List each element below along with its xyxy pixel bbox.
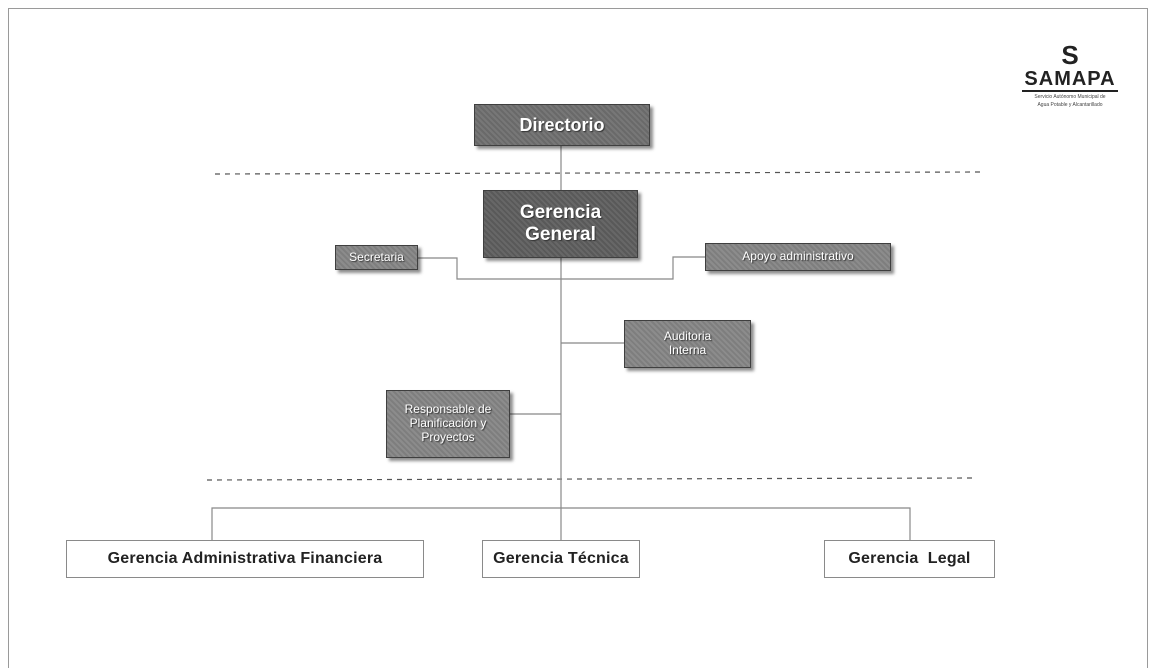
planificacion-label-line2: Planificación y	[409, 416, 487, 431]
bottom-bus	[211, 507, 911, 540]
gerencia-tecnica-box: Gerencia Técnica	[482, 540, 640, 578]
auditoria-interna-box: Auditoria Interna	[624, 320, 751, 368]
gerencia-general-box: Gerencia General	[483, 190, 638, 258]
gerencia-general-label-line2: General	[525, 224, 596, 245]
apoyo-administrativo-label: Apoyo administrativo	[742, 249, 854, 264]
samapa-logo-name: SAMAPA	[1022, 68, 1118, 92]
dashed-separator-top	[214, 171, 981, 175]
auditoria-label-line2: Interna	[668, 343, 707, 357]
samapa-logo-subtitle-2: Agua Potable y Alcantarillado	[1037, 102, 1103, 108]
secretaria-label: Secretaria	[349, 249, 404, 264]
planificacion-label-line3: Proyectos	[421, 429, 475, 444]
apoyo-administrativo-box: Apoyo administrativo	[705, 243, 891, 271]
auditoria-label-line1: Auditoria	[663, 329, 712, 344]
gerencia-tecnica-label: Gerencia Técnica	[493, 550, 629, 567]
samapa-logo-icon: S	[1061, 40, 1079, 70]
gerencia-legal-box: Gerencia Legal	[824, 540, 995, 578]
directorio-label: Directorio	[519, 114, 605, 135]
samapa-logo-subtitle-1: Servicio Autónomo Municipal de	[1034, 94, 1106, 100]
gerencia-general-label-line1: Gerencia	[519, 202, 602, 224]
apoyo-connector	[561, 256, 705, 280]
gerencia-administrativa-label: Gerencia Administrativa Financiera	[107, 550, 383, 567]
planificacion-proyectos-box: Responsable de Planificación y Proyectos	[386, 390, 510, 458]
gerencia-legal-label: Gerencia Legal	[848, 550, 971, 567]
planificacion-label-line1: Responsable de	[404, 402, 492, 417]
dashed-separator-bottom	[206, 477, 973, 481]
gerencia-administrativa-financiera-box: Gerencia Administrativa Financiera	[66, 540, 424, 578]
secretaria-box: Secretaria	[335, 245, 418, 270]
directorio-box: Directorio	[474, 104, 650, 146]
samapa-logo: S SAMAPA Servicio Autónomo Municipal de …	[1010, 42, 1130, 108]
secretaria-connector	[418, 257, 561, 280]
